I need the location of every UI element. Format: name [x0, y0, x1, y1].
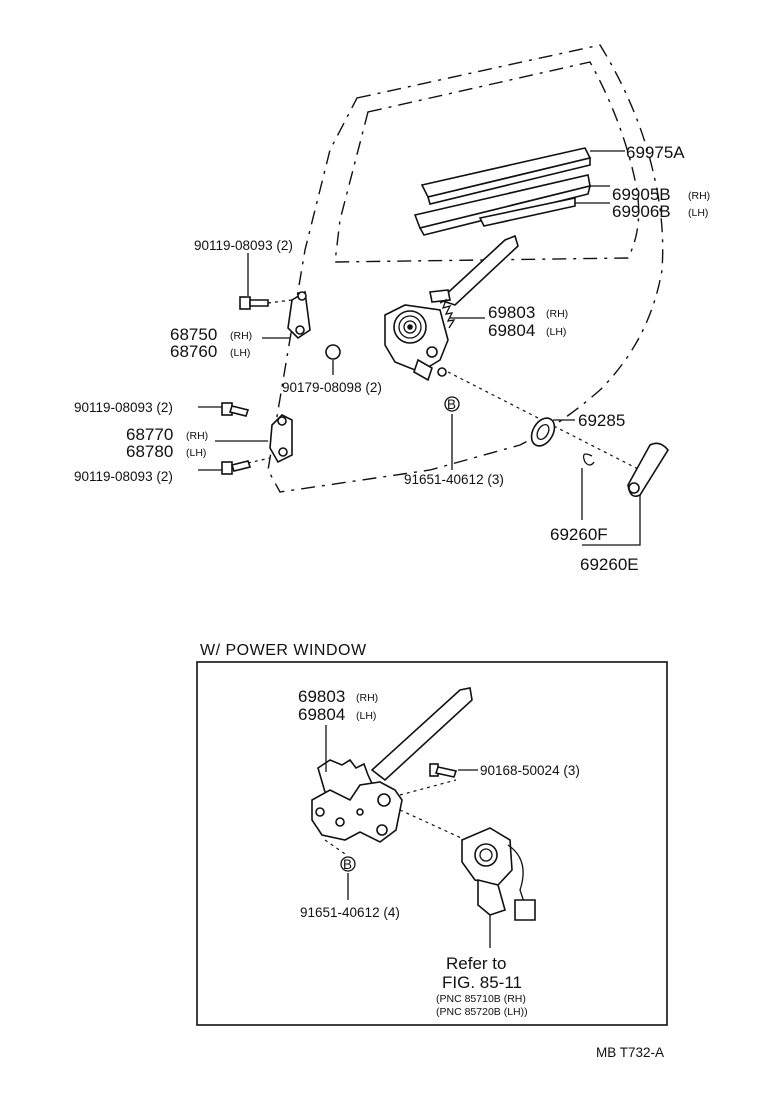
labels-power-window: 69803 (RH) 69804 (LH) 90168-50024 (3) B …: [298, 687, 580, 1018]
rivet-marker-top: [444, 396, 460, 412]
bolt-upper: [239, 296, 269, 310]
label-69804: 69804: [488, 321, 535, 340]
label-68760-side: (LH): [230, 347, 250, 359]
power-window-title: W/ POWER WINDOW: [200, 642, 367, 659]
leader-69260E: [582, 495, 641, 546]
weatherstrip-69905B: [413, 174, 592, 236]
dotted-pw-bolt: [399, 779, 457, 796]
power-regulator: [311, 687, 473, 843]
bolt-lower: [221, 460, 252, 475]
label-refer-to: Refer to: [446, 954, 506, 973]
label-90179: 90179-08098 (2): [282, 380, 382, 395]
label-pnc-lh: (PNC 85720B (LH)): [436, 1006, 528, 1018]
label-rivet-top: 91651-40612 (3): [404, 472, 504, 487]
label-90168: 90168-50024 (3): [480, 763, 580, 778]
handle-69260E: [627, 442, 669, 498]
power-window-frame: [196, 661, 668, 1026]
label-pw-69803-side: (RH): [356, 692, 378, 704]
label-68770-side: (RH): [186, 430, 208, 442]
pw-rivet-marker-text: B: [343, 857, 352, 872]
washer-69285: [530, 417, 556, 447]
label-69804-side: (LH): [546, 326, 566, 338]
label-68750: 68750: [170, 325, 217, 344]
labels-upper: 69975A 69905B (RH) 69906B (LH) 90119-080…: [74, 143, 710, 574]
power-window-motor: [461, 827, 536, 921]
label-pw-69803: 69803: [298, 687, 345, 706]
window-regulator: [384, 234, 519, 382]
label-68750-side: (RH): [230, 330, 252, 342]
label-69906B: 69906B: [612, 202, 671, 221]
label-69803-side: (RH): [546, 308, 568, 320]
label-bolt-mid: 90119-08093 (2): [74, 400, 173, 415]
label-69906B-side: (LH): [688, 207, 708, 219]
label-pnc-rh: (PNC 85710B (RH): [436, 993, 526, 1005]
label-68770: 68770: [126, 425, 173, 444]
footer-code: MB T732-A: [596, 1045, 664, 1060]
dotted-pw-rivet: [324, 839, 349, 857]
label-bolt-lower: 90119-08093 (2): [74, 469, 173, 484]
label-69285: 69285: [578, 411, 625, 430]
label-pw-69804-side: (LH): [356, 710, 376, 722]
label-69260E: 69260E: [580, 555, 639, 574]
clip-69260F: [582, 453, 595, 466]
bolt-mid: [221, 402, 250, 417]
label-68780-side: (LH): [186, 447, 206, 459]
label-69905B-side: (RH): [688, 190, 710, 202]
label-69975A: 69975A: [626, 143, 685, 162]
rivet-marker-top-text: B: [447, 397, 456, 412]
hinge-68770: [269, 414, 293, 464]
label-pw-rivet: 91651-40612 (4): [300, 905, 400, 920]
label-pw-69804: 69804: [298, 705, 345, 724]
label-68780: 68780: [126, 442, 173, 461]
label-69803: 69803: [488, 303, 535, 322]
hinge-68750: [287, 290, 311, 340]
pw-rivet-marker: [340, 856, 356, 872]
label-bolt-upper: 90119-08093 (2): [194, 238, 293, 253]
label-69905B: 69905B: [612, 185, 671, 204]
label-fig-ref: FIG. 85-11: [442, 973, 522, 992]
dotted-pw-motor: [399, 809, 471, 843]
weatherstrip-69975A: [420, 147, 592, 205]
dotted-upper-bolt: [267, 299, 293, 304]
nut-90179: [325, 344, 341, 360]
bolt-90168: [429, 763, 458, 778]
label-69260F: 69260F: [550, 525, 608, 544]
label-68760: 68760: [170, 342, 217, 361]
dotted-lower-bolt: [247, 457, 271, 464]
